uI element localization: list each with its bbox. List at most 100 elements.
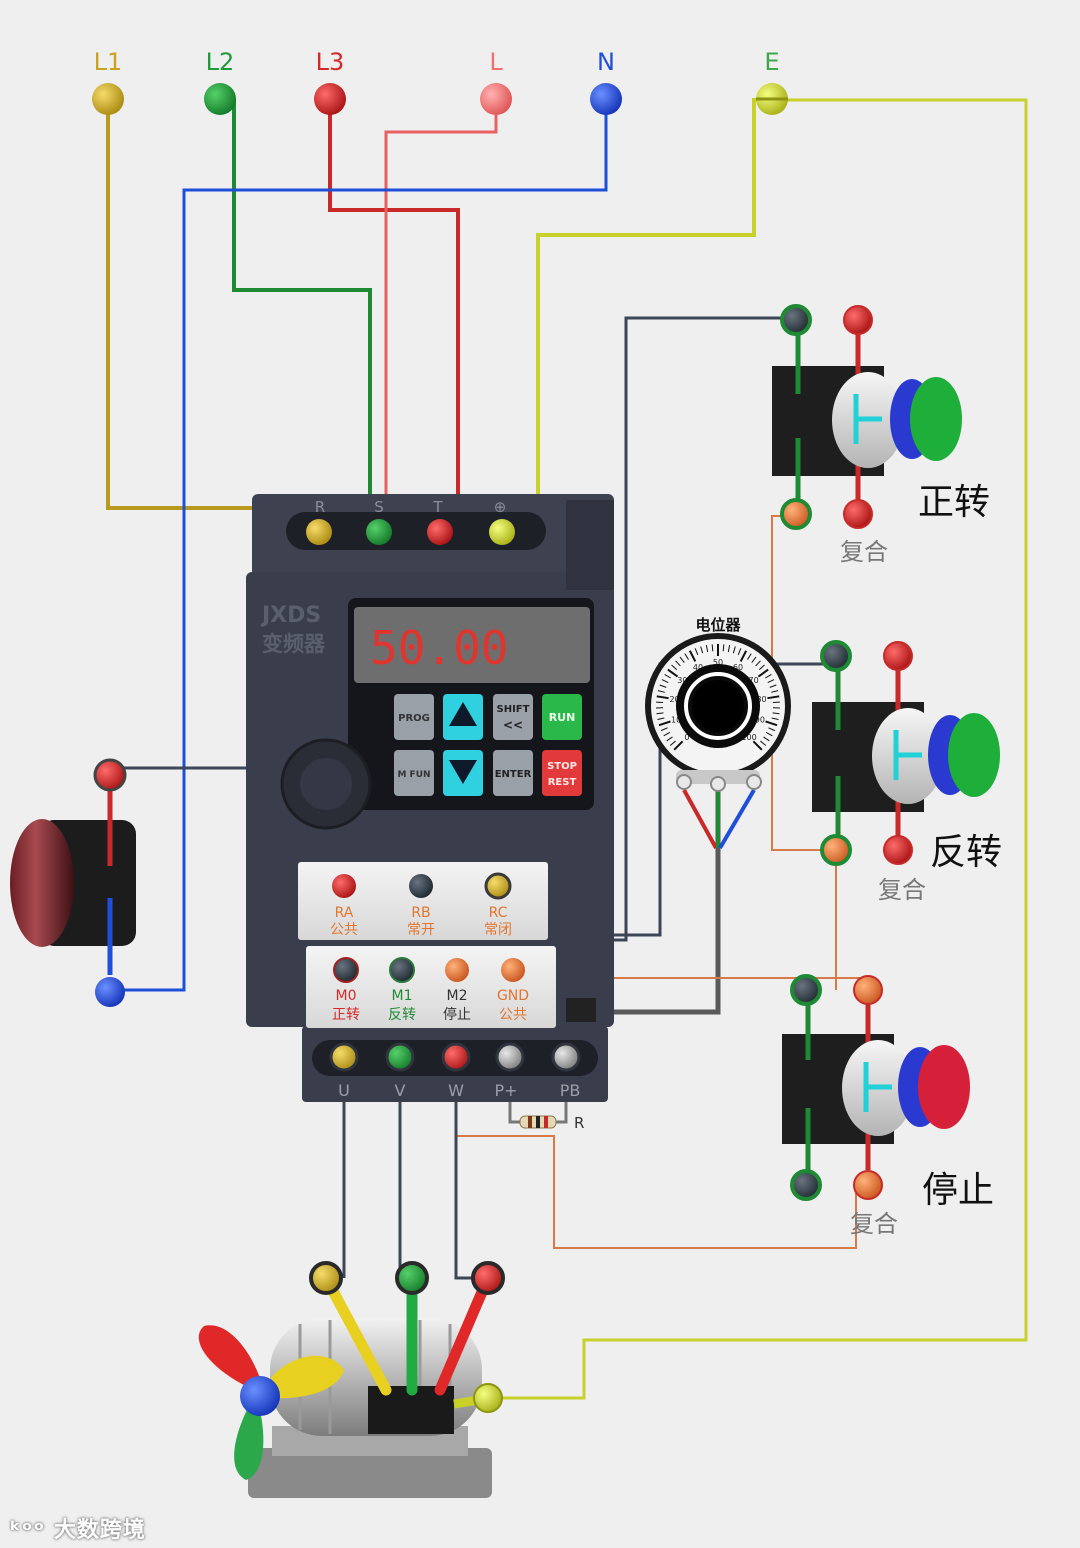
relay-terminal-ra[interactable] <box>332 874 356 898</box>
key-run[interactable]: RUN <box>542 694 582 740</box>
button-reverse-no-top[interactable] <box>820 640 852 672</box>
pot-dial-tick <box>657 717 665 721</box>
wire-pot-blue <box>718 788 756 850</box>
output-terminal-p[interactable] <box>495 1042 525 1072</box>
wire-pot-red <box>682 789 718 849</box>
button-stop[interactable]: 停止 复合 <box>782 974 994 1238</box>
pot-dial-number: 20 <box>669 695 679 704</box>
pot-dial-tick <box>765 720 778 727</box>
button-reverse-no-bottom[interactable] <box>820 834 852 866</box>
button-forward-nc-top[interactable] <box>843 305 873 335</box>
terminal-l1[interactable]: L1 <box>92 48 124 115</box>
button-stop-nc-top[interactable] <box>853 975 883 1005</box>
motor-terminal-u[interactable] <box>309 1261 343 1295</box>
motor-terminal-pe[interactable] <box>473 1383 503 1413</box>
relay-ra-code: RA <box>335 905 354 921</box>
key-prog[interactable]: PROG <box>394 694 434 740</box>
wire-e-motor <box>490 98 1028 1400</box>
key-mfun[interactable]: M FUN <box>394 750 434 796</box>
pot-dial-tick <box>657 690 665 693</box>
control-m0-code: M0 <box>336 988 357 1004</box>
control-terminal-block <box>306 946 556 1028</box>
button-forward-nc-bottom[interactable] <box>843 499 873 529</box>
pot-dial-tick <box>671 664 678 671</box>
input-terminal-t-label: T <box>432 498 443 516</box>
terminal-e-label: E <box>764 48 779 76</box>
pot-dial-tick <box>739 650 748 662</box>
pot-dial-tick <box>769 684 777 688</box>
control-terminal-gnd[interactable] <box>501 958 525 982</box>
button-stop-cap[interactable] <box>918 1045 970 1129</box>
input-terminal-pe[interactable] <box>489 519 515 545</box>
key-shift[interactable]: SHIFT << <box>493 694 533 740</box>
watermark-text: 大数跨境 <box>53 1518 146 1543</box>
button-forward-no-top[interactable] <box>780 304 812 336</box>
key-mfun-label: M FUN <box>397 770 430 780</box>
button-forward-cap[interactable] <box>910 377 962 461</box>
pot-dial-tick <box>660 727 668 732</box>
output-terminal-u[interactable] <box>329 1042 359 1072</box>
pot-dial-tick <box>669 740 676 746</box>
pot-dial-tick <box>767 679 775 684</box>
pot-dial-tick <box>694 648 699 656</box>
pot-dial-tick <box>767 695 780 700</box>
pot-dial-tick <box>727 645 731 653</box>
button-reverse[interactable]: 反转 复合 <box>812 640 1002 904</box>
analog-input-port[interactable] <box>566 998 596 1022</box>
pot-pin-1[interactable] <box>676 774 692 790</box>
terminal-l2[interactable]: L2 <box>204 48 236 115</box>
input-terminal-s[interactable] <box>366 519 392 545</box>
motor-terminal-v[interactable] <box>395 1261 429 1295</box>
button-stop-no-top[interactable] <box>790 974 822 1006</box>
output-terminal-v[interactable] <box>385 1042 415 1072</box>
relay-terminal-rc[interactable] <box>484 872 512 900</box>
lamp-terminal-bottom[interactable] <box>95 977 125 1007</box>
wire-l1 <box>106 100 320 532</box>
control-gnd-code: GND <box>497 988 529 1004</box>
button-forward-no-bottom[interactable] <box>780 498 812 530</box>
braking-resistor: R <box>519 1114 584 1132</box>
input-terminal-r-label: R <box>315 498 325 516</box>
pot-dial-tick <box>772 712 780 715</box>
terminal-l3[interactable]: L3 <box>314 48 346 115</box>
terminal-e[interactable]: E <box>756 48 788 115</box>
control-terminal-m2[interactable] <box>445 958 469 982</box>
control-terminal-m0[interactable] <box>333 957 359 983</box>
input-terminal-pe-label: ⊕ <box>494 498 507 516</box>
button-reverse-nc-bottom[interactable] <box>883 835 913 865</box>
button-forward[interactable]: 正转 复合 <box>772 304 990 566</box>
control-terminal-m1[interactable] <box>389 957 415 983</box>
pot-dial-tick <box>656 712 664 715</box>
output-terminal-pb[interactable] <box>551 1042 581 1072</box>
output-terminal-w[interactable] <box>441 1042 471 1072</box>
button-stop-no-bottom[interactable] <box>790 1169 822 1201</box>
button-reverse-nc-top[interactable] <box>883 641 913 671</box>
lamp-terminal-top[interactable] <box>93 758 127 792</box>
key-down[interactable] <box>443 750 483 796</box>
pot-pin-3[interactable] <box>746 774 762 790</box>
pot-dial-tick <box>732 646 736 654</box>
input-terminal-r[interactable] <box>306 519 332 545</box>
pot-pin-2[interactable] <box>710 776 726 792</box>
indicator-lamp <box>10 758 136 1007</box>
terminal-n[interactable]: N <box>590 48 622 115</box>
pot-dial-number: 70 <box>749 676 759 685</box>
button-reverse-cap[interactable] <box>948 713 1000 797</box>
terminal-l[interactable]: L <box>480 48 512 115</box>
terminal-l1-label: L1 <box>94 48 123 76</box>
motor-terminal-w[interactable] <box>471 1261 505 1295</box>
key-stop[interactable]: STOP REST <box>542 750 582 796</box>
key-up[interactable] <box>443 694 483 740</box>
control-m2-code: M2 <box>447 988 468 1004</box>
potentiometer-title: 电位器 <box>695 616 741 634</box>
resistor-label: R <box>574 1114 584 1132</box>
pot-dial-tick <box>705 645 709 653</box>
button-stop-nc-bottom[interactable] <box>853 1170 883 1200</box>
pot-dial-tick <box>752 740 763 751</box>
key-enter[interactable]: ENTER <box>493 750 533 796</box>
fan-blade-red <box>198 1325 262 1390</box>
input-terminal-t[interactable] <box>427 519 453 545</box>
relay-terminal-rb[interactable] <box>409 874 433 898</box>
fan-hub <box>240 1376 280 1416</box>
